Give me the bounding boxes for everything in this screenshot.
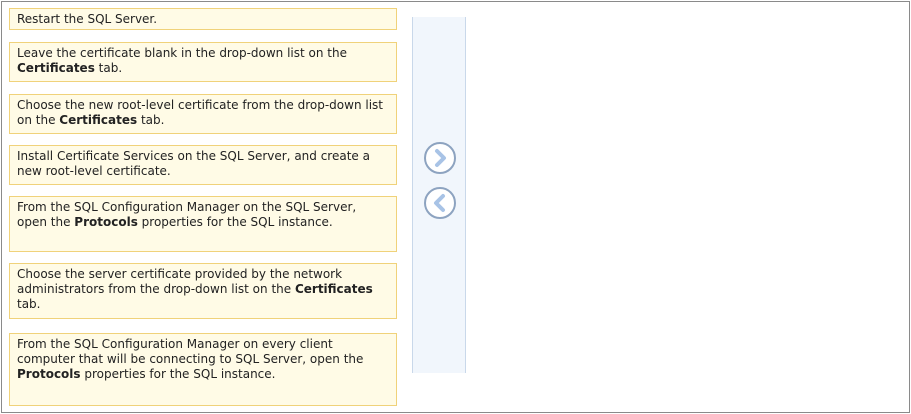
option-text: From the SQL Configuration Manager on th…	[17, 200, 357, 229]
move-left-button[interactable]	[424, 187, 456, 219]
option-text: properties for the SQL instance.	[80, 367, 276, 381]
option-text: properties for the SQL instance.	[137, 215, 333, 229]
option-bold-text: Certificates	[59, 113, 138, 127]
option-text: Choose the server certificate provided b…	[17, 267, 343, 296]
option-bold-text: Certificates	[17, 61, 95, 75]
option-bold-text: Protocols	[74, 215, 138, 229]
answer-option[interactable]: Restart the SQL Server.	[9, 8, 397, 30]
option-text: Leave the certificate blank in the drop-…	[17, 46, 347, 60]
option-bold-text: Certificates	[294, 282, 373, 296]
move-right-button[interactable]	[424, 142, 456, 174]
option-text: Install Certificate Services on the SQL …	[17, 149, 370, 178]
option-text: tab.	[137, 113, 165, 127]
chevron-left-icon	[434, 194, 445, 212]
answer-option[interactable]: From the SQL Configuration Manager on th…	[9, 196, 397, 252]
answer-option[interactable]: Install Certificate Services on the SQL …	[9, 145, 397, 185]
option-text: tab.	[94, 61, 123, 75]
answer-option[interactable]: Choose the server certificate provided b…	[9, 263, 397, 319]
answer-option[interactable]: From the SQL Configuration Manager on ev…	[9, 333, 397, 406]
answer-option[interactable]: Leave the certificate blank in the drop-…	[9, 42, 397, 82]
option-text: Restart the SQL Server.	[17, 12, 158, 26]
option-bold-text: Protocols	[17, 367, 81, 381]
option-text: Choose the new root-level certificate fr…	[17, 98, 383, 127]
option-text: From the SQL Configuration Manager on ev…	[17, 337, 364, 366]
option-text: tab.	[17, 297, 41, 311]
answer-option[interactable]: Choose the new root-level certificate fr…	[9, 94, 397, 134]
chevron-right-icon	[435, 149, 446, 167]
